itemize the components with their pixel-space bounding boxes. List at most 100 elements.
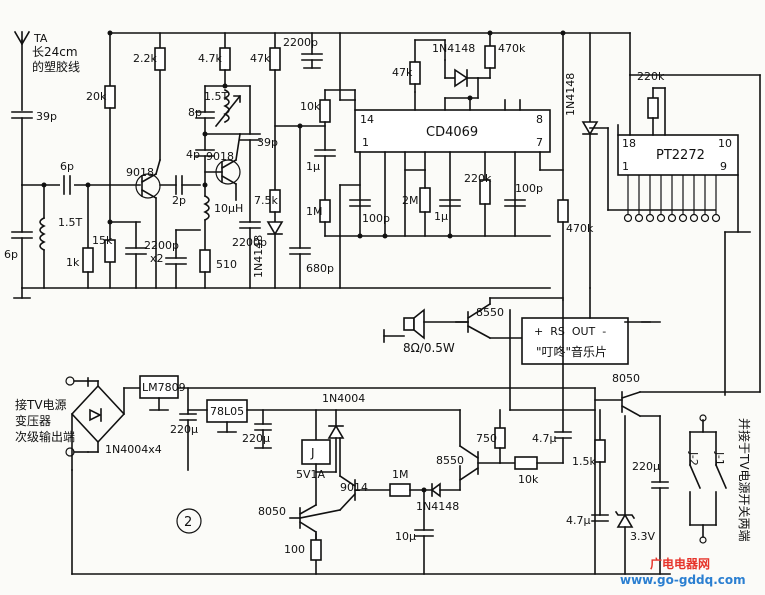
r-510-label: 510 [216,258,237,271]
pt2272-address-pin [678,213,688,223]
inductor-10uh [203,184,210,251]
resistor-47k-b [409,39,446,93]
q-9018-a-label: 9018 [126,166,154,179]
resistor-470k-top [477,32,496,79]
c-6p-left-label: 6p [4,248,18,261]
relay-coil-label: J [310,446,315,460]
resistor-510 [199,249,211,289]
power-label-1: 接TV电源 [15,397,67,412]
ic-cd4069 [354,109,551,153]
top-rails [109,32,761,393]
c-680p-label: 680p [306,262,334,275]
pt2272-address-pin [656,213,666,223]
l-1-5t-left-label: 1.5T [58,216,82,229]
antenna-length-label: 长24cm [32,45,78,59]
resistor-10k-b [499,456,564,470]
resistor-100 [310,533,322,561]
pt2272-pin1: 1 [622,160,629,173]
pt2272-address-pins [623,175,721,223]
antenna [13,30,31,111]
pt2272-address-pin [667,213,677,223]
c-2200p-x2-mult: x2 [150,252,164,265]
q-9018-b-label: 9018 [206,150,234,163]
resistor-750 [494,409,506,464]
d-1n4148-b-label: 1N4148 [416,500,459,513]
r-750-label: 750 [476,432,497,445]
c-4-7u-a-label: 4.7μ [532,432,557,445]
zener-3-3v [614,415,636,575]
rf-ground [13,287,551,299]
l-10uh-label: 10μH [214,202,243,215]
c-1u-a-label: 1μ [306,160,320,173]
diode-1n4148-mid [581,32,599,289]
resistor-7-5k [269,189,281,223]
relay-coil [301,439,331,465]
c-4-7u-b-label: 4.7μ [566,514,591,527]
d-1n4148-mid-label: 1N4148 [564,73,577,116]
r-20k-label: 20k [86,90,107,103]
pt2272-name: PT2272 [656,148,705,163]
power-label-3: 次级输出端 [15,429,75,444]
bridge-label: 1N4004x4 [105,443,162,456]
resistor-2-2k [154,47,166,71]
q-8050-a-label: 8050 [258,505,286,518]
c-2200p-b-label: 2200p [232,236,267,249]
speaker-label: 8Ω/0.5W [403,341,455,355]
c-8p-label: 8p [188,106,202,119]
q-8550-a-label: 8550 [476,306,504,319]
r-47k-a-label: 47k [250,52,271,65]
c-39p-b-label: 39p [257,136,278,149]
watermark-url: www.go-gddq.com [620,573,746,587]
c-220u-a-label: 220μ [170,423,198,436]
d-1n4004-label: 1N4004 [322,392,365,405]
inductor-1-5t-left [39,184,46,289]
cd4069-pin14: 14 [360,113,374,126]
resistor-15k [104,239,116,263]
relay-rating-label: 5V1A [296,468,326,481]
d-1n4148-top-label: 1N4148 [432,42,475,55]
resistor-4-7k [219,32,231,87]
c-100p-a-label: 100p [362,212,390,225]
cd4069-name: CD4069 [426,125,478,140]
r-10k-label: 10k [300,100,321,113]
r-47k-b-label: 47k [392,66,413,79]
capacitor-6p-top [60,175,74,195]
capacitor-4p [195,133,215,186]
capacitor-6p-left [11,184,33,289]
pt2272-address-pin [634,213,644,223]
column-10k [274,89,336,289]
antenna-wire-label: 的塑胶线 [32,59,80,74]
antenna-ta-label: TA [33,32,48,45]
r-470k-top-label: 470k [498,42,526,55]
bridge-rectifier [70,380,141,471]
capacitor-39p-b [239,85,261,289]
pt2272-pin9: 9 [720,160,727,173]
r-1m-b-label: 1M [392,468,409,481]
cd4069-top-pins [414,91,521,111]
capacitor-2p [159,175,201,195]
c-220u-c-label: 220μ [632,460,660,473]
resistor-220k-b [647,87,666,136]
c-1u-b-label: 1μ [434,210,448,223]
r-2m-label: 2M [402,194,419,207]
watermark-cn: 广电电器网 [650,556,710,571]
r-470k-mid-label: 470k [566,222,594,235]
resistor-1m-b [389,483,433,497]
pt2272-address-pin [689,213,699,223]
zener-label: 3.3V [630,530,655,543]
pt2272-address-pin [645,213,655,223]
r-1m-label: 1M [306,205,323,218]
transistor-8550-b [458,409,501,482]
figure-number-circle [176,508,202,534]
pt2272-address-pin [711,213,721,223]
ic-pt2272 [617,134,739,176]
diode-1n4148-vertical [266,221,284,289]
music-pins-label: + RS OUT - [534,325,606,338]
switch-j1-label: J-1 [713,451,726,466]
diode-1n4148-top [444,59,479,99]
r-1k-label: 1k [66,256,80,269]
r-100-label: 100 [284,543,305,556]
diode-1n4004 [315,409,345,473]
switch-j2-label: J-2 [687,451,700,466]
